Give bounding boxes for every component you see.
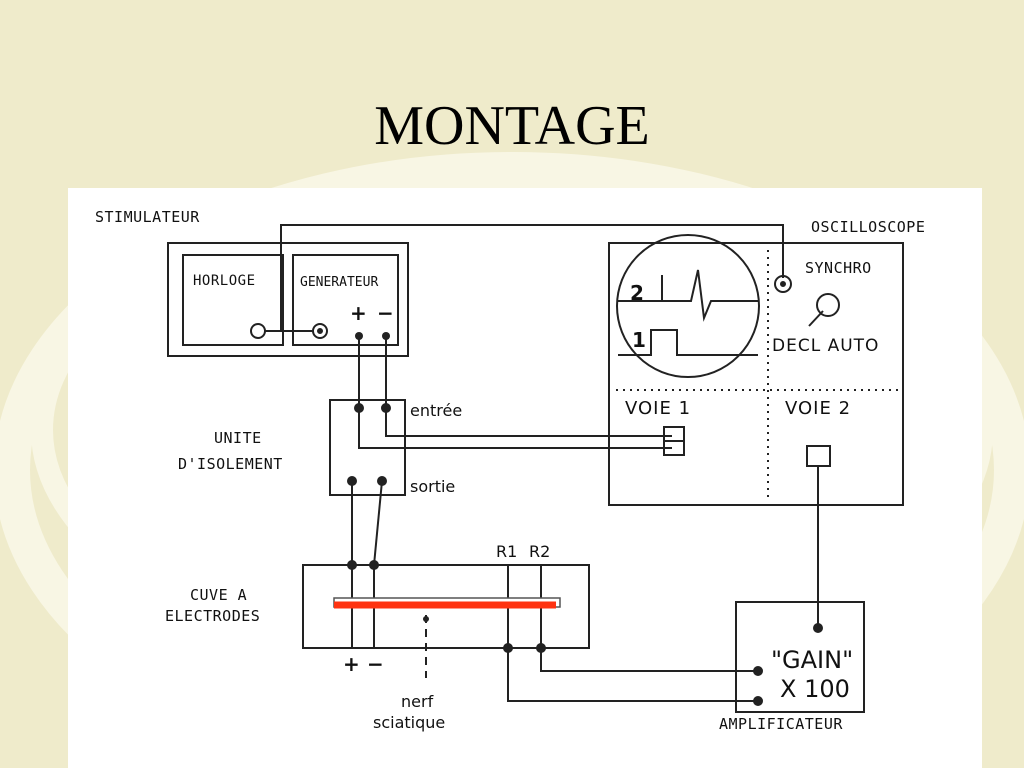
- horloge-terminal: [250, 323, 266, 339]
- gain-label: "GAIN": [771, 646, 854, 674]
- voie2-label: VOIE 2: [785, 398, 852, 419]
- voie1-label: VOIE 1: [625, 398, 692, 419]
- generateur-label: GENERATEUR: [300, 275, 379, 290]
- amplifier-box: [735, 601, 865, 713]
- r1-to-amplifier-wire: [507, 648, 758, 702]
- decl-auto-label: DECL AUTO: [772, 336, 880, 356]
- circuit-drawing: [167, 224, 904, 713]
- isolation-box: [329, 399, 406, 496]
- nerve-label-line1: nerf: [401, 692, 434, 711]
- slide-title: MONTAGE: [374, 95, 650, 157]
- synchro-wire: [280, 224, 784, 331]
- tank-plus-label: +: [343, 652, 360, 676]
- voie2-connector: [806, 445, 831, 467]
- electrode-tank: [302, 560, 590, 678]
- horloge-label: HORLOGE: [193, 273, 256, 289]
- stim-plus-label: +: [350, 301, 367, 325]
- r2-to-amplifier-wire: [540, 648, 758, 672]
- r1-label: R1: [496, 542, 518, 561]
- generateur-box: [292, 254, 399, 346]
- amplifier-label: AMPLIFICATEUR: [719, 715, 843, 733]
- isolation-title-line2: D'ISOLEMENT: [178, 455, 283, 473]
- input-to-voie1-wire: [358, 408, 672, 449]
- stim-minus-label: −: [377, 301, 394, 325]
- stimulateur-box: [167, 242, 409, 357]
- synchro-label: SYNCHRO: [805, 259, 872, 277]
- voie1-connector-a: [663, 426, 685, 442]
- nerve-label-line2: sciatique: [373, 713, 446, 732]
- synchro-input: [774, 275, 792, 293]
- input-to-voie1-wire-2: [385, 408, 672, 437]
- oscilloscope-label: OSCILLOSCOPE: [811, 218, 926, 236]
- tank-title-line2: ELECTRODES: [165, 607, 261, 625]
- isolation-input-label: entrée: [410, 401, 463, 420]
- isolation-output-label: sortie: [410, 477, 456, 496]
- horloge-box: [182, 254, 284, 346]
- gain-value-label: X 100: [780, 675, 850, 703]
- circuit-diagram: STIMULATEUR HORLOGE GENERATEUR + − OSCIL…: [68, 188, 982, 768]
- voie1-connector-b: [663, 440, 685, 456]
- oscilloscope-screen: [616, 234, 760, 378]
- output-minus-wire: [373, 480, 383, 566]
- trace-1-label: 1: [632, 328, 646, 352]
- r2-label: R2: [529, 542, 551, 561]
- decl-auto-knob: [816, 293, 840, 317]
- trace-2: [618, 269, 758, 322]
- trace-2-label: 2: [630, 281, 644, 305]
- trace-1: [618, 329, 758, 356]
- isolation-title-line1: UNITE: [214, 429, 262, 447]
- tank-minus-label: −: [367, 652, 384, 676]
- tank-title-line1: CUVE A: [190, 586, 248, 604]
- stimulateur-label: STIMULATEUR: [95, 208, 200, 226]
